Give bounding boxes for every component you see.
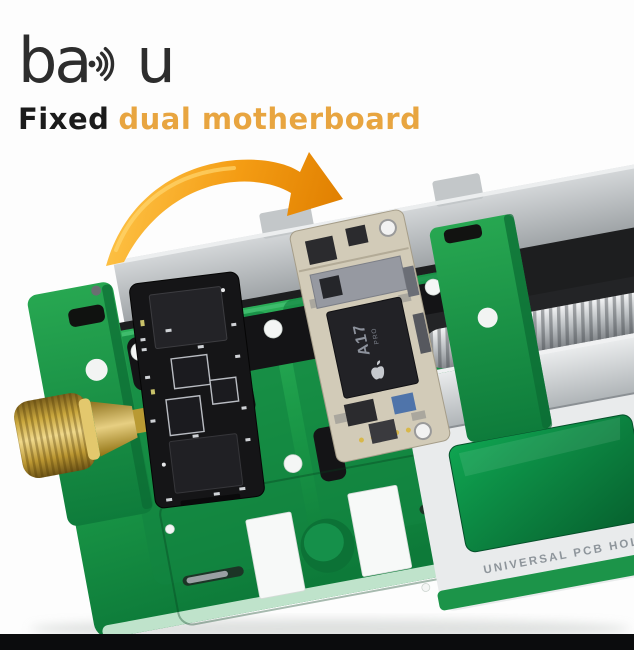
brand-logo: ba u <box>18 24 176 97</box>
title-prefix: Fixed <box>18 102 110 136</box>
a17-chip: A17 PRO <box>326 296 419 399</box>
chip-label-pro: PRO <box>370 327 380 345</box>
brand-logo-text-left: ba <box>18 24 92 97</box>
right-motherboard: A17 PRO <box>289 209 451 463</box>
curved-flip-arrow-icon <box>106 152 343 266</box>
brand-logo-text-right: u <box>136 24 175 97</box>
title-highlight: dual motherboard <box>118 102 422 136</box>
brass-knob <box>14 393 149 478</box>
apple-logo-icon <box>371 360 385 380</box>
right-clamp-bracket <box>429 213 553 443</box>
chip-label-a17: A17 <box>350 322 373 357</box>
guide-rail <box>429 275 634 431</box>
left-motherboard <box>129 271 265 509</box>
base-cutouts <box>182 485 481 599</box>
sound-wave-icon <box>88 47 115 81</box>
bottom-black-bar <box>0 634 634 650</box>
base-platform: UNIVERSAL PCB HOLDER <box>412 332 634 611</box>
glossy-green-panel <box>448 414 634 553</box>
